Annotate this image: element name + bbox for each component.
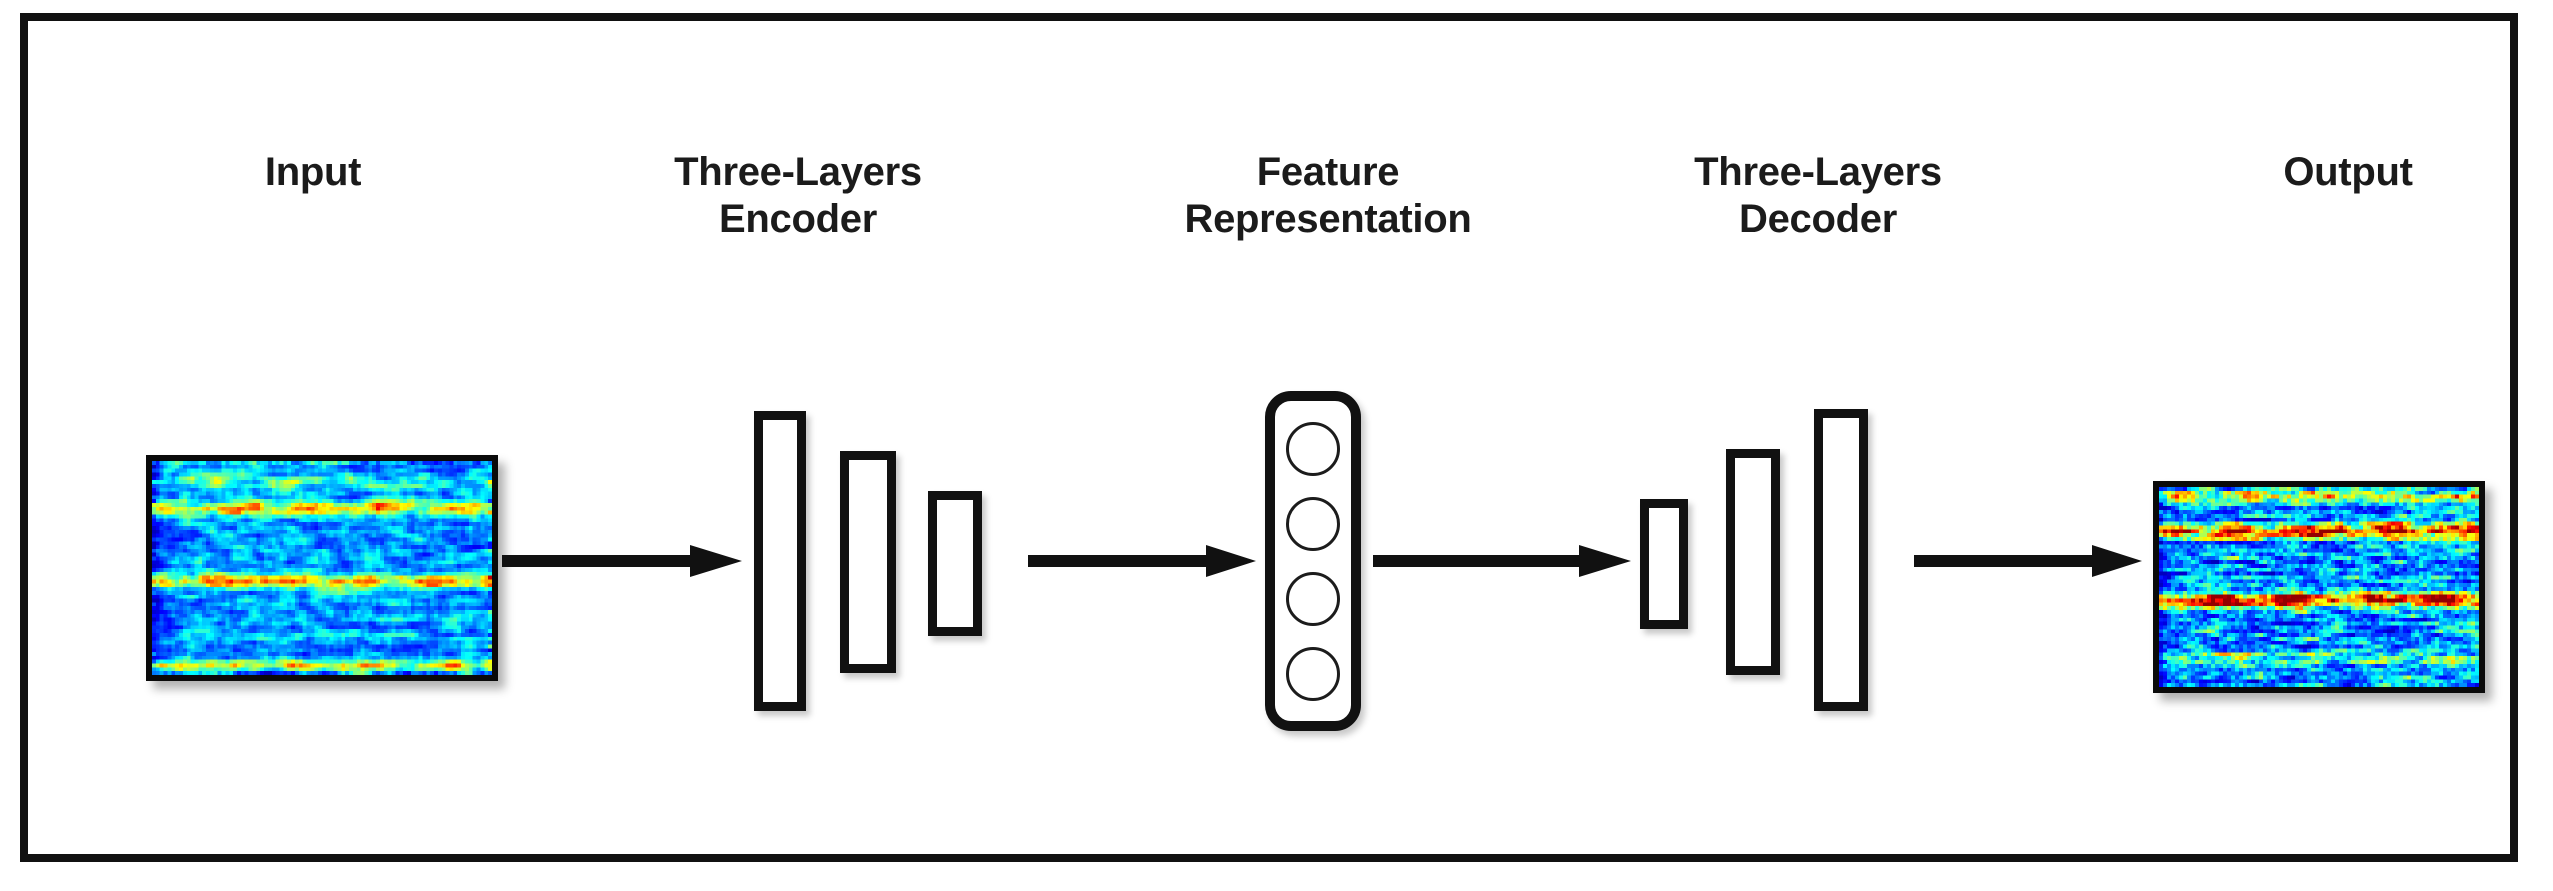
encoder-layer-1 [754, 411, 806, 711]
label-input: Input [264, 150, 362, 194]
arrow-encoder-to-feature [1028, 545, 1256, 577]
feature-node-4 [1286, 646, 1340, 701]
feature-node-1 [1286, 421, 1340, 476]
decoder-layer-2 [1726, 449, 1780, 675]
input-spectrogram [146, 455, 498, 681]
input-spectrogram-border [146, 455, 498, 681]
diagram-frame: Input Three-Layers Encoder Feature Repre… [20, 13, 2518, 862]
label-three-layers-encoder: Three-Layers Encoder [674, 150, 922, 242]
arrow-feature-to-decoder [1373, 545, 1631, 577]
decoder-layer-1 [1640, 499, 1688, 629]
output-spectrogram-border [2153, 481, 2485, 693]
decoder-layer-3 [1814, 409, 1868, 711]
arrow-decoder-to-output [1914, 545, 2142, 577]
feature-representation-block [1265, 391, 1361, 731]
label-output: Output [2283, 150, 2413, 194]
feature-node-2 [1286, 496, 1340, 551]
output-spectrogram [2153, 481, 2485, 693]
feature-node-3 [1286, 571, 1340, 626]
output-spectrogram-image [2159, 487, 2479, 687]
label-feature-representation: Feature Representation [1184, 150, 1472, 242]
input-spectrogram-image [152, 461, 492, 675]
encoder-layer-3 [928, 491, 982, 636]
label-three-layers-decoder: Three-Layers Decoder [1694, 150, 1942, 242]
encoder-layer-2 [840, 451, 896, 673]
arrow-input-to-encoder [502, 545, 742, 577]
